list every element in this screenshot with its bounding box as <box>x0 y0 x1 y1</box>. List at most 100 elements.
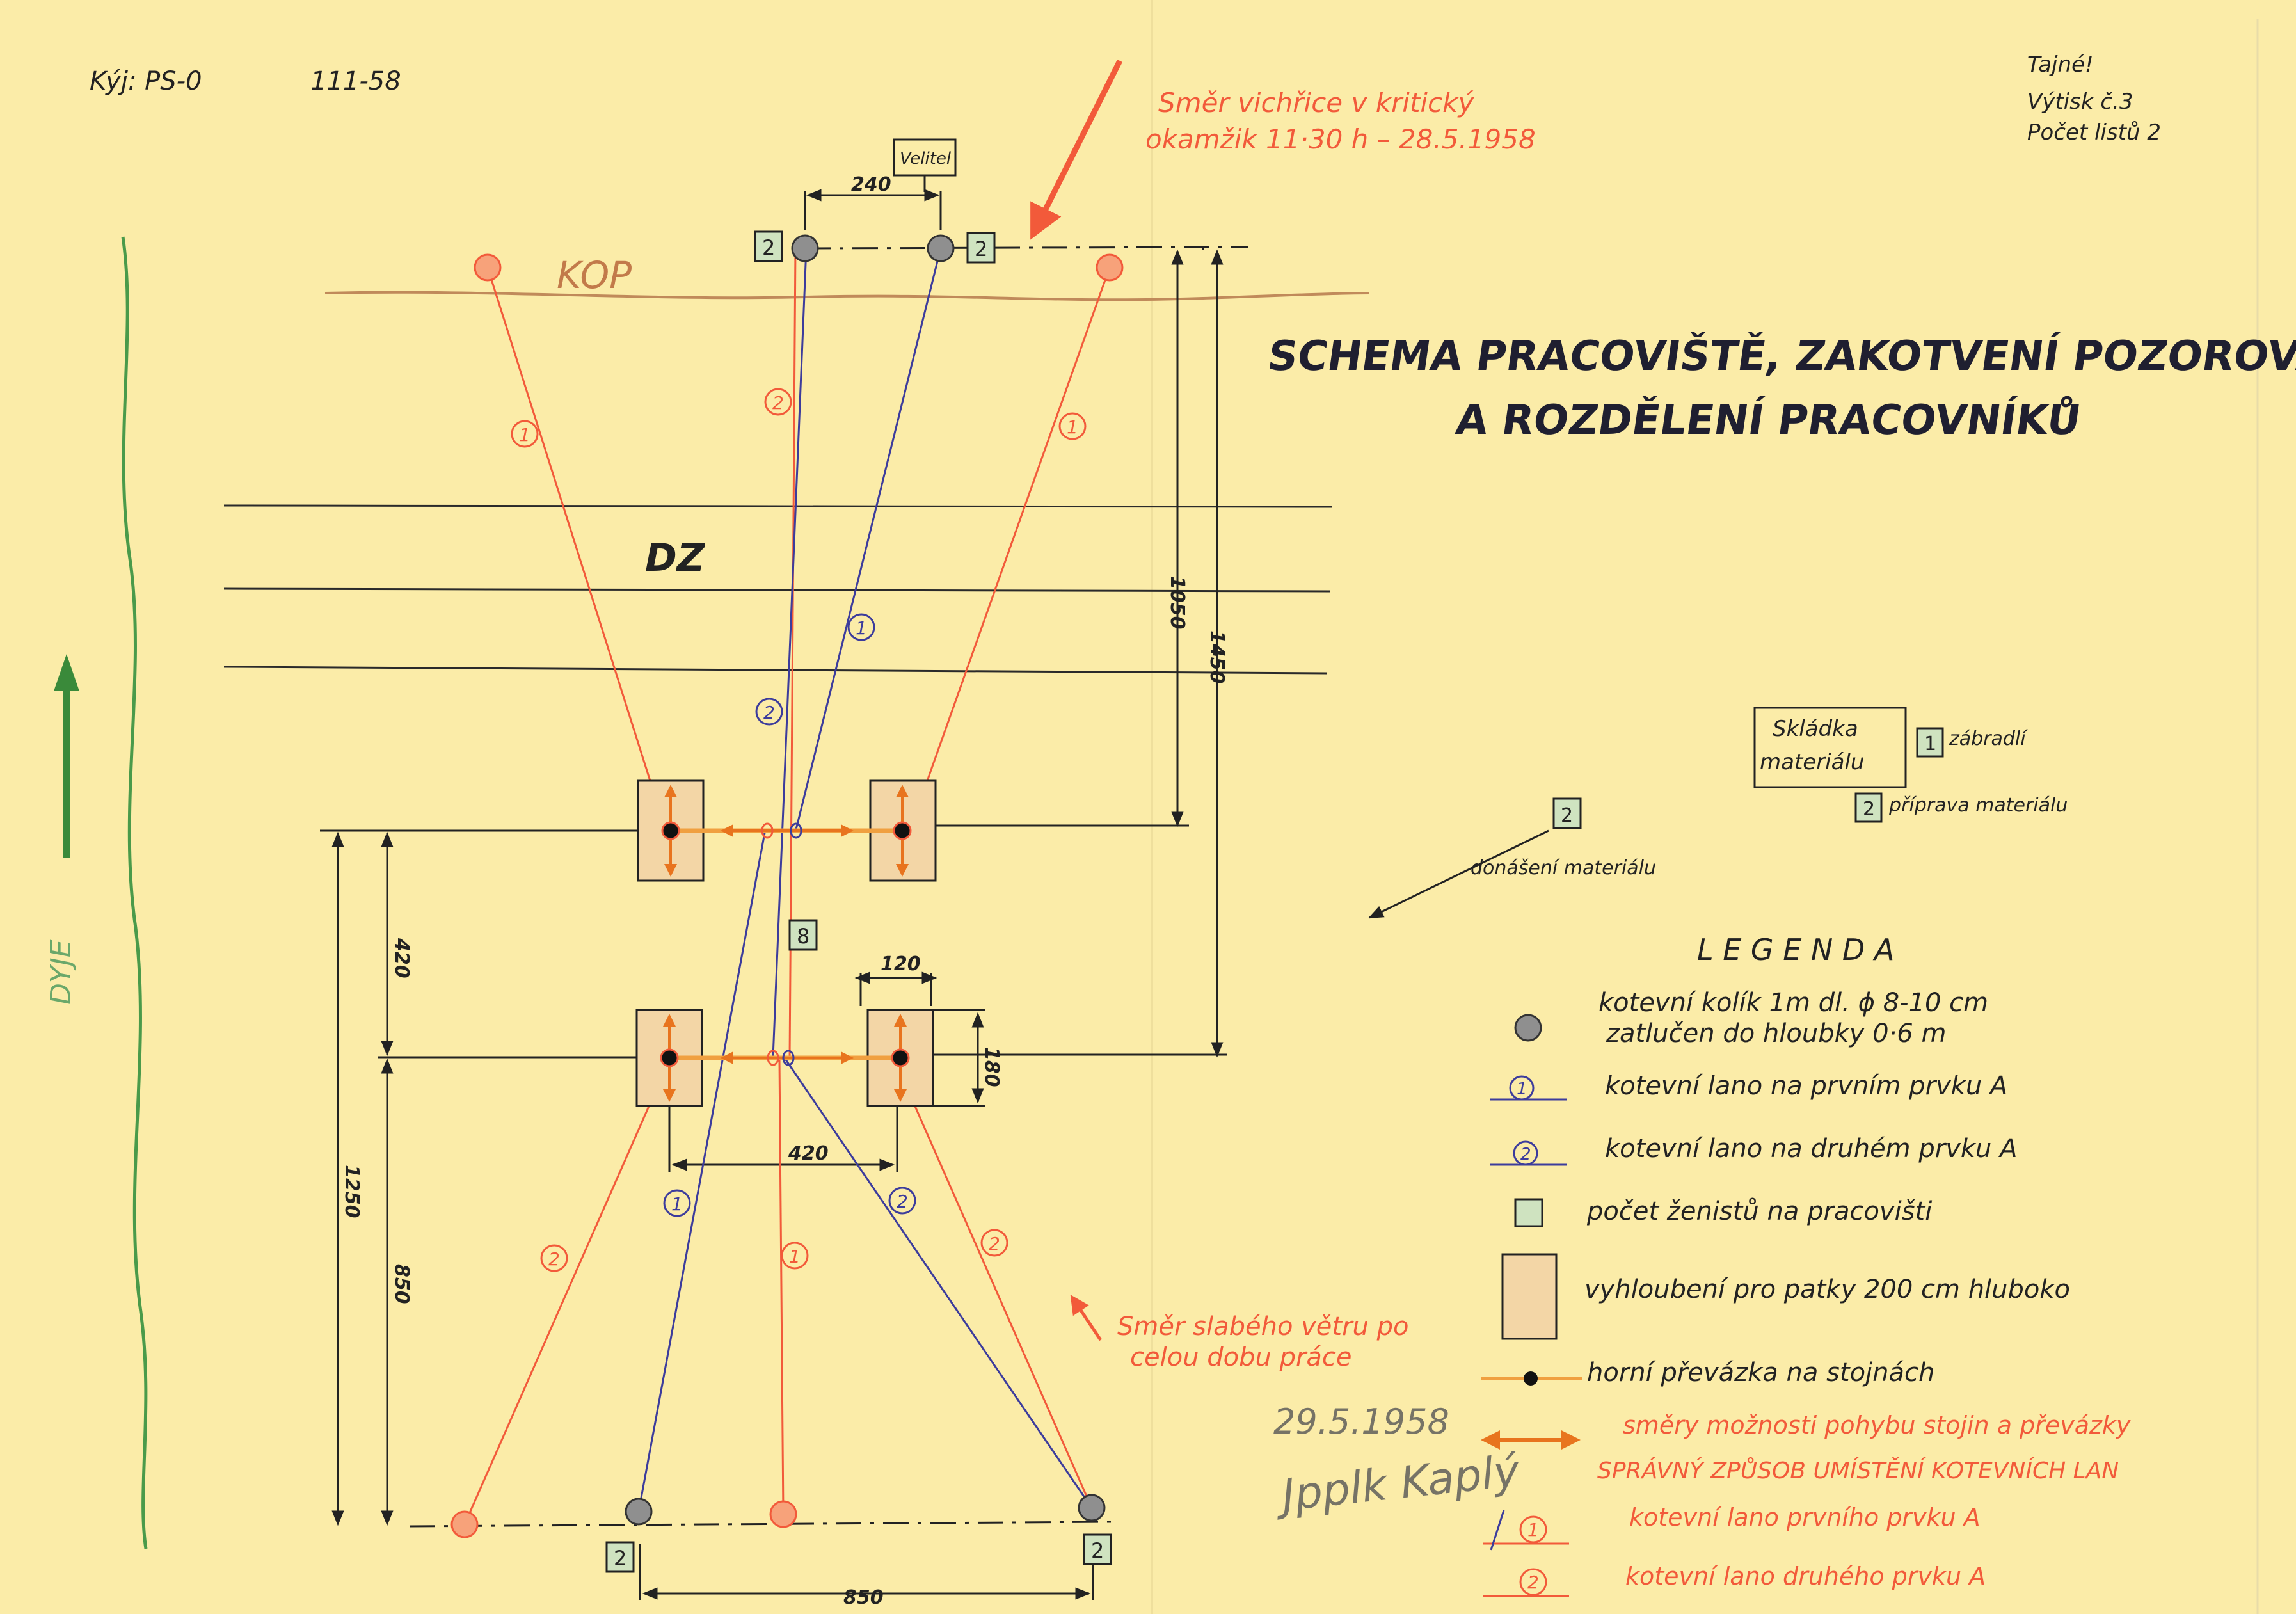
rope-label-red-2-bl-text: 2 <box>548 1249 560 1270</box>
legend-moves: směry možnosti pohybu stojin a převázky <box>1623 1411 2131 1439</box>
prep-label: příprava materiálu <box>1888 794 2068 817</box>
rope-label-blue-1-bottom <box>663 1189 691 1217</box>
legend-rope2-num: 2 <box>1520 1145 1531 1164</box>
legend-peg-icon <box>1514 1014 1542 1042</box>
workers-bottom-left: 2 <box>614 1546 626 1570</box>
railing-label: zábradlí <box>1949 728 2028 750</box>
carry-label: donášení materiálu <box>1471 857 1656 879</box>
workers-middle: 8 <box>797 924 809 948</box>
rope-label-red-1-tl-text: 1 <box>519 424 530 445</box>
dz-line-2 <box>223 587 1330 593</box>
blue-rope-top-right <box>795 248 942 830</box>
legend-rope1-correct-icon <box>1519 1515 1547 1544</box>
dim-850-left: 850 <box>390 1264 413 1304</box>
top-axis-line <box>804 246 1248 250</box>
workers-top-left-box <box>754 230 783 262</box>
legend-rope2: kotevní lano na druhém prvku A <box>1605 1134 2017 1163</box>
blue-rope-bottom-right <box>785 1059 1093 1508</box>
river-dyje-line <box>121 236 148 1549</box>
dim-1250: 1250 <box>340 1165 363 1218</box>
sheet-count: Počet listů 2 <box>2027 120 2161 145</box>
legend-peg-line2: zatlučen do hloubky 0·6 m <box>1606 1019 1946 1048</box>
workers-middle-box <box>788 919 818 951</box>
red-rope-tl <box>486 267 667 830</box>
legend-sappers-icon <box>1514 1198 1543 1227</box>
legend-rope1-num: 1 <box>1517 1080 1527 1099</box>
red-rope-bl <box>463 1059 671 1525</box>
legend-rope2-correct-icon <box>1519 1568 1547 1596</box>
kop-label: KOP <box>557 253 632 297</box>
copy-number: Výtisk č.3 <box>2027 89 2133 115</box>
legend-sappers: počet ženistů na pracovišti <box>1586 1197 1932 1226</box>
joint-lower-blue <box>782 1050 795 1066</box>
wind-note-line2: okamžik 11·30 h – 28.5.1958 <box>1145 124 1536 155</box>
peg-top-left-grey <box>791 234 819 262</box>
post-lower-left <box>660 1048 679 1067</box>
rope-label-red-1-tl <box>511 420 539 448</box>
storage-box <box>1753 707 1907 788</box>
legend-rope1-correct: kotevní lano prvního prvku A <box>1629 1503 1981 1531</box>
carry-count: 2 <box>1561 804 1573 827</box>
peg-bottom-mid-red <box>769 1500 797 1528</box>
rope-label-red-1-bottom <box>781 1242 809 1270</box>
rope-label-red-2-top <box>764 388 792 416</box>
dim-1450: 1450 <box>1206 630 1228 684</box>
workers-top-right-box <box>966 232 996 264</box>
ref-left: Kýj: PS-0 <box>90 67 202 96</box>
red-rope-bottom-mid <box>778 1059 785 1515</box>
peg-bottom-right-grey <box>1078 1494 1106 1522</box>
legend-rope2-correct: kotevní lano druhého prvku A <box>1625 1562 1986 1590</box>
legend-rope1-correct-slash <box>1490 1510 1505 1551</box>
legend-peg-line1: kotevní kolík 1m dl. ϕ 8-10 cm <box>1598 988 1988 1018</box>
legend-pit: vyhloubení pro patky 200 cm hluboko <box>1584 1275 2070 1304</box>
rope-label-red-2-bl <box>540 1244 568 1272</box>
rope-label-blue-2-top-text: 2 <box>763 702 775 723</box>
dz-line-1 <box>223 504 1333 508</box>
joint-lower-red <box>767 1050 779 1066</box>
rope-label-blue-1-top-text: 1 <box>856 618 867 639</box>
secret-mark: Tajné! <box>2027 52 2094 77</box>
wind-arrow-top <box>1030 59 1123 240</box>
title-line1: SCHEMA PRACOVIŠTĚ, ZAKOTVENÍ POZOROVATEL… <box>1265 332 2296 380</box>
kop-terrain-line <box>324 291 1370 301</box>
weak-wind-line1: Směr slabého větru po <box>1117 1312 1408 1341</box>
prep-box <box>1854 792 1883 823</box>
railing-count: 1 <box>1924 733 1936 755</box>
joint-upper-blue <box>790 822 802 839</box>
dim-top-240: 240 <box>851 173 891 196</box>
legend-rope1: kotevní lano na prvním prvku A <box>1605 1071 2007 1101</box>
carry-box <box>1552 797 1582 829</box>
river-label: DYJE <box>45 939 77 1005</box>
red-rope-tr <box>909 267 1111 830</box>
post-upper-right <box>893 821 912 840</box>
dim-420-left: 420 <box>390 938 413 979</box>
title-line2: A ROZDĚLENÍ PRACOVNÍKŮ <box>1453 396 2084 444</box>
red-rope-br <box>893 1059 1093 1508</box>
blue-rope-bottom-left <box>637 829 767 1512</box>
rope-label-blue-2-top <box>755 698 783 726</box>
wind-note-line1: Směr vichřice v kritický <box>1158 87 1475 118</box>
rope-label-blue-2-bottom-text: 2 <box>897 1191 908 1212</box>
dz-line-3 <box>223 666 1328 675</box>
peg-top-left-red <box>474 253 502 282</box>
ref-number: 111-58 <box>310 67 401 96</box>
commander-label: Velitel <box>900 149 952 168</box>
weak-wind-line2: celou dobu práce <box>1130 1343 1352 1372</box>
storage-line2: materiálu <box>1760 749 1864 775</box>
joint-upper-red <box>761 822 774 839</box>
workers-top-right: 2 <box>975 237 987 261</box>
post-lower-right <box>891 1048 910 1067</box>
railing-box <box>1916 727 1944 758</box>
workers-top-left: 2 <box>762 236 775 260</box>
peg-bottom-left-red <box>450 1510 479 1538</box>
rope-label-blue-1-top <box>847 613 875 641</box>
rope-label-red-1-bottom-text: 1 <box>789 1246 801 1267</box>
dim-180: 180 <box>980 1047 1003 1087</box>
legend-rope1-correct-num: 1 <box>1527 1519 1539 1540</box>
north-arrow-head <box>54 654 79 691</box>
dim-420-mid: 420 <box>788 1142 829 1165</box>
legend-beam-dot <box>1524 1371 1538 1386</box>
rope-label-blue-2-bottom <box>888 1187 916 1215</box>
workers-bottom-right: 2 <box>1091 1538 1104 1563</box>
